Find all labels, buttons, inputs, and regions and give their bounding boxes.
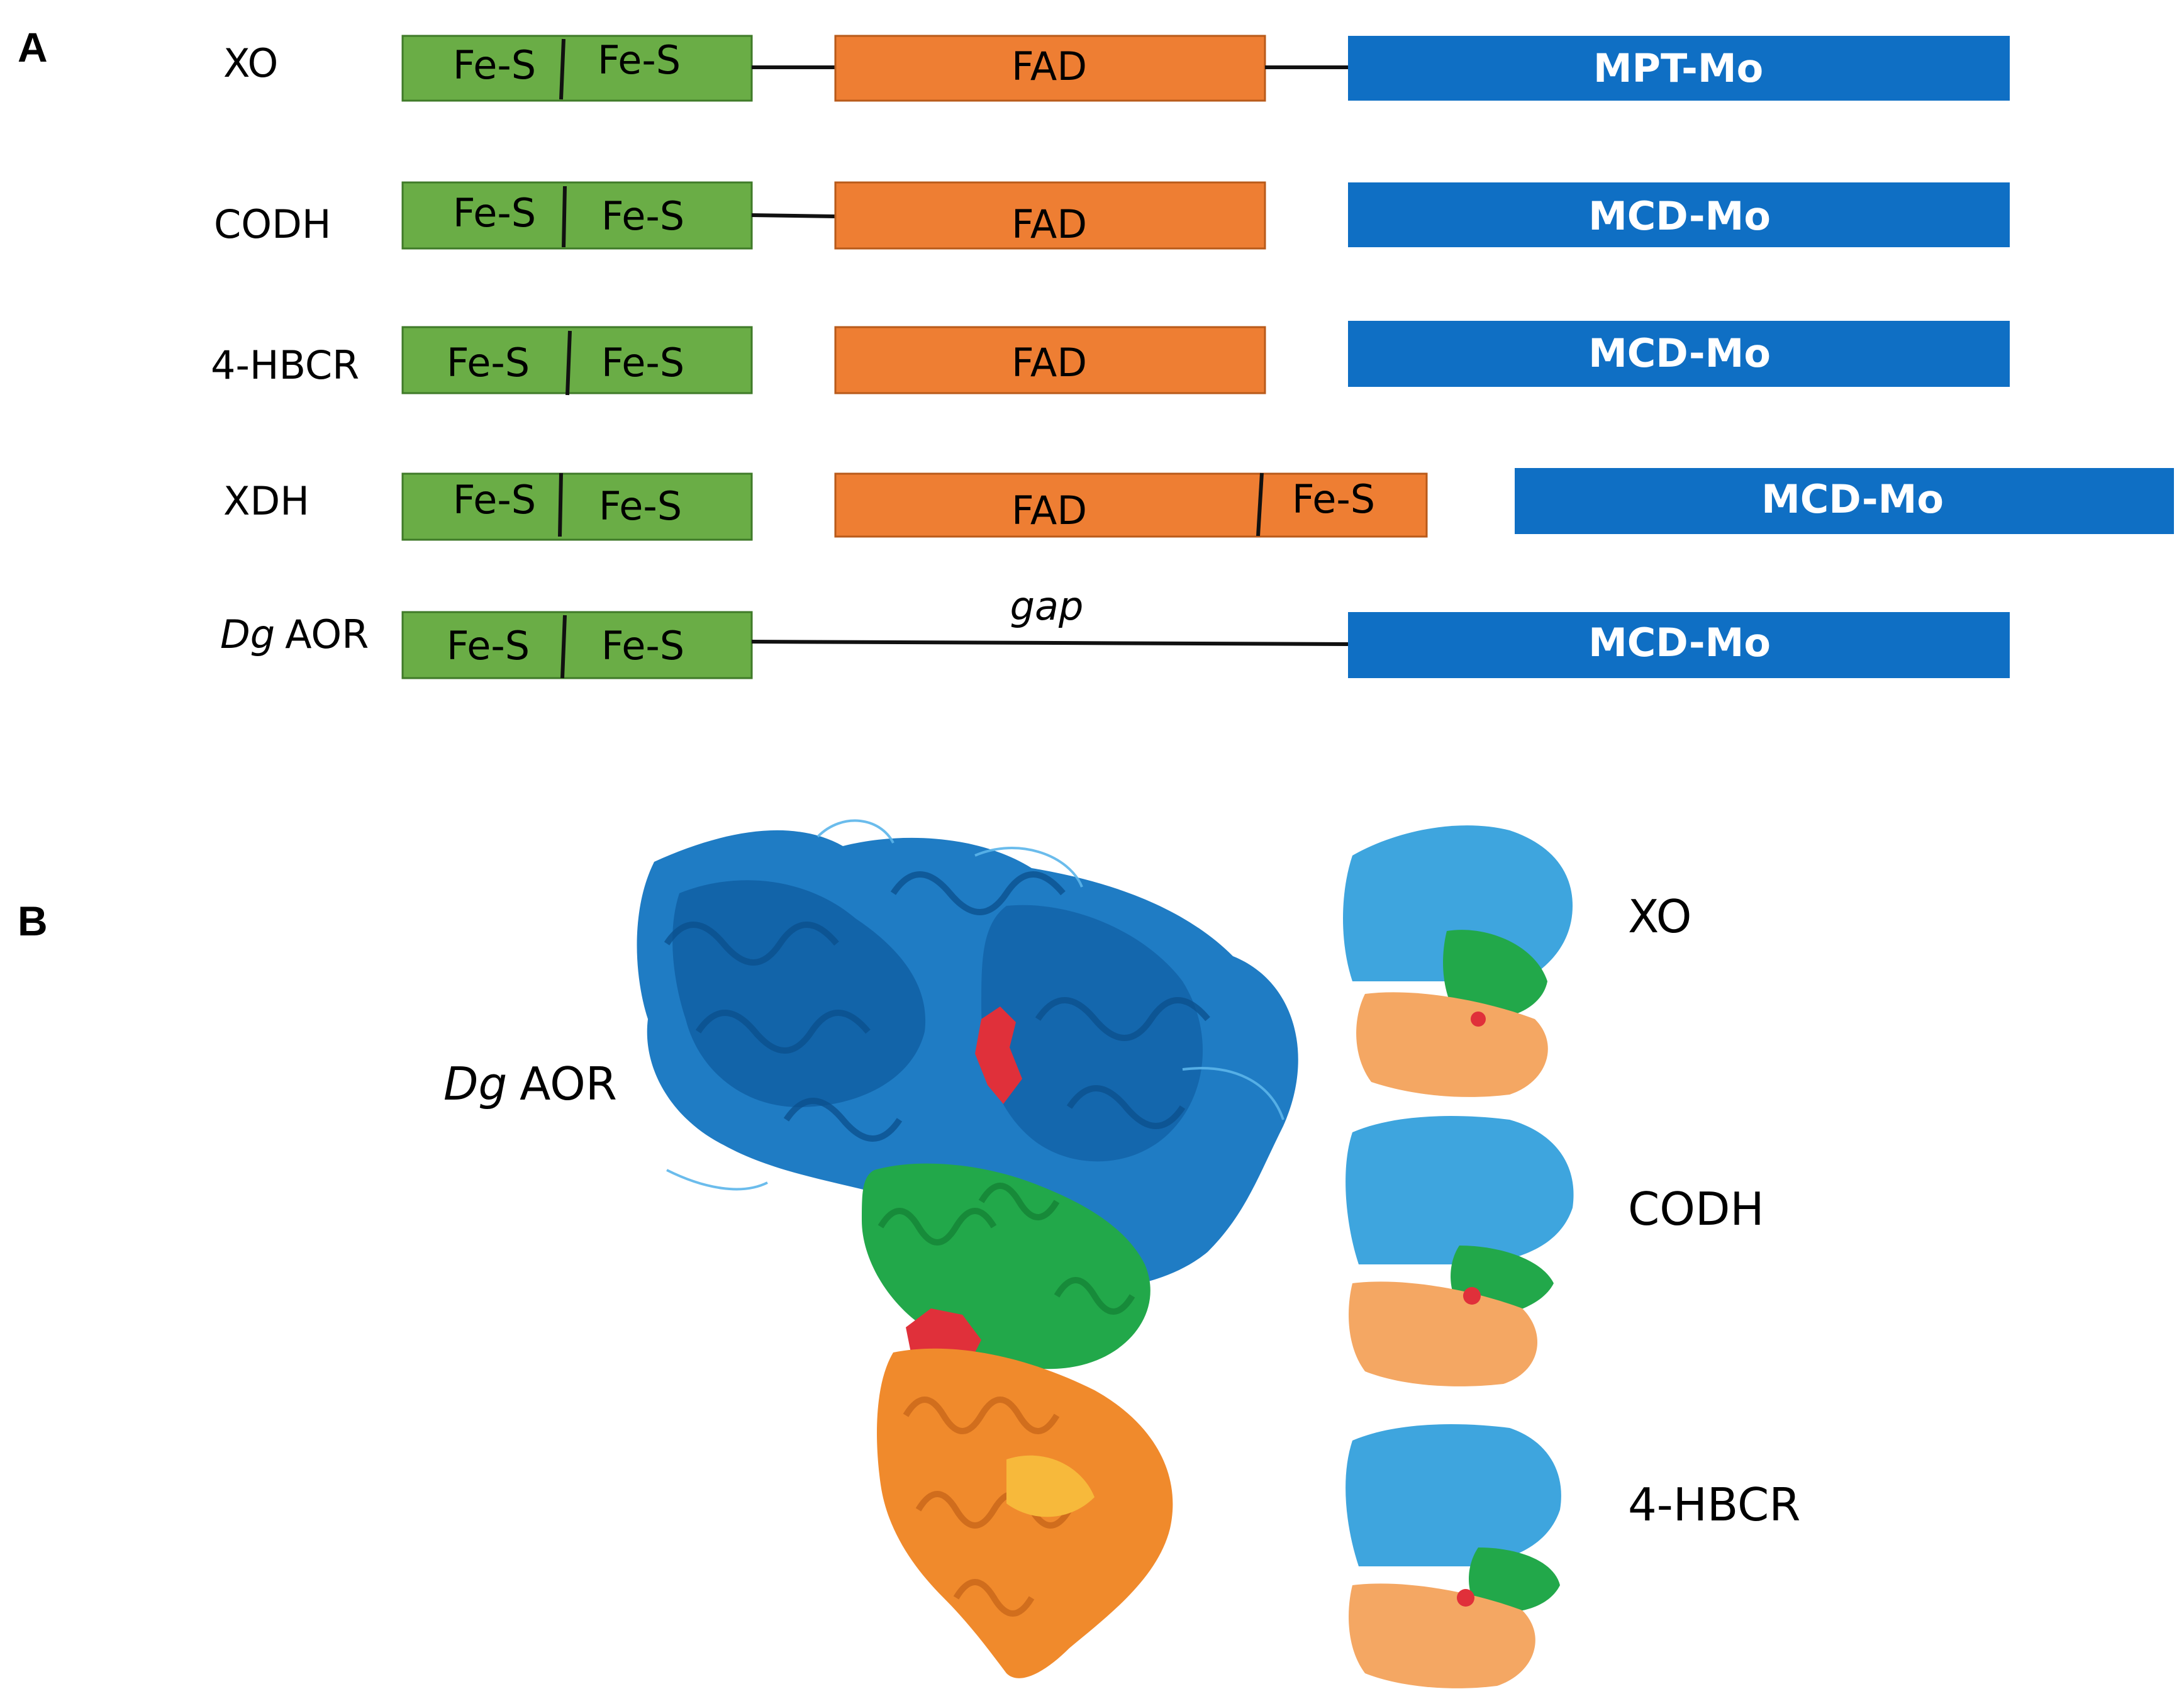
fes-divider [559, 38, 566, 100]
fes-domain-box [401, 472, 753, 541]
fad-domain-ribbons [877, 1348, 1173, 1678]
row-label-text: AOR [285, 611, 369, 657]
fes-label: Fe-S [601, 193, 684, 239]
linker-line [751, 213, 836, 218]
fes-label: Fe-S [601, 340, 684, 386]
mo-cofactor [975, 1006, 1022, 1104]
fes-label: Fe-S [447, 623, 530, 669]
fes-label: Fe-S [601, 623, 684, 669]
fad-domain-box [834, 326, 1266, 394]
row-label-xo: XO [223, 40, 278, 86]
mo-domain-box [1348, 182, 2010, 247]
mo-label: MCD-Mo [1588, 620, 1771, 666]
mo-domain-ribbons [1346, 1116, 1574, 1264]
domain-row-xo: XO Fe-S Fe-S FAD MPT-Mo [223, 35, 2010, 102]
fes-label: Fe-S [453, 42, 536, 88]
dg-aor-structure-image [637, 819, 1298, 1678]
4-hbcr-structure-image [1346, 1424, 1561, 1688]
panel-a-letter: A [18, 24, 48, 70]
fad-label: FAD [1011, 488, 1087, 533]
mo-domain-box [1348, 36, 2010, 101]
mo-domain-ribbons [1346, 1424, 1561, 1566]
gap-linker-line [751, 640, 1349, 646]
fes-label: Fe-S [453, 477, 536, 523]
mo-domain-shading [672, 880, 926, 1107]
main-structure-label-text: AOR [520, 1057, 617, 1110]
fes-divider [562, 186, 567, 248]
fes-label: Fe-S [599, 483, 682, 529]
fes-divider [560, 615, 567, 679]
panel-b-letter: B [18, 898, 48, 944]
fad-domain-ribbons [1349, 1281, 1537, 1386]
mo-label: MCD-Mo [1588, 330, 1771, 376]
mo-domain-box [1515, 468, 2174, 534]
row-label-xdh: XDH [223, 478, 309, 524]
fes-divider [558, 472, 563, 537]
fad-domain-box [834, 472, 1428, 538]
row-label-italic: Dg [220, 611, 275, 657]
fes-domain-box [401, 611, 753, 679]
mo-domain-shading [981, 905, 1203, 1162]
mo-label: MPT-Mo [1593, 45, 1763, 91]
fad-domain-box [834, 181, 1266, 250]
fes-label: Fe-S [447, 340, 530, 386]
gap-label: gap [1010, 583, 1084, 629]
fes-domain-box [401, 326, 753, 394]
mo-domain-box [1348, 321, 2010, 387]
row-label-4-hbcr: 4-HBCR [211, 342, 359, 388]
main-structure-label-italic: Dg [443, 1057, 507, 1110]
ribbon-strokes [664, 871, 1210, 1142]
domain-row-4-hbcr: 4-HBCR Fe-S Fe-S FAD MCD-Mo [211, 321, 2010, 396]
fad-highlight [1006, 1455, 1095, 1517]
mo-domain-ribbons [1343, 825, 1573, 981]
fad-label: FAD [1011, 201, 1087, 247]
fes-divider [566, 330, 572, 396]
fad-label: FAD [1011, 43, 1087, 89]
fad-domain-ribbons [1356, 992, 1548, 1097]
fes-ribbon-strokes [878, 1183, 1135, 1315]
cofactor-dot [1457, 1589, 1474, 1607]
codh-structure-label: CODH [1628, 1183, 1764, 1235]
fad-domain-ribbons [1349, 1583, 1535, 1688]
fad-fes-divider [1256, 472, 1264, 537]
cofactor-dot [1463, 1287, 1481, 1305]
4-hbcr-structure-label: 4-HBCR [1628, 1478, 1800, 1531]
row-label-codh: CODH [214, 201, 331, 247]
fes-domain-box [401, 181, 753, 250]
fes-label: Fe-S [453, 190, 536, 236]
fes-domain-ribbons [1469, 1547, 1560, 1613]
domain-row-codh: CODH Fe-S Fe-S FAD MCD-Mo [214, 181, 2010, 250]
fad-label: FAD [1011, 340, 1087, 386]
fad-domain-box [834, 35, 1266, 102]
xo-structure-label: XO [1628, 890, 1691, 943]
fad-ribbon-strokes [903, 1397, 1072, 1617]
mo-label: MCD-Mo [1588, 193, 1771, 239]
fad-extra-label: Fe-S [1292, 476, 1375, 522]
domain-row-xdh: XDH Fe-S Fe-S FAD Fe-S MCD-Mo [223, 468, 2174, 541]
cofactor-dot [1471, 1012, 1486, 1027]
fes-label: Fe-S [598, 37, 681, 83]
fes-domain-ribbons [1443, 930, 1547, 1021]
fes-domain-box [401, 35, 753, 102]
mo-label: MCD-Mo [1761, 476, 1944, 522]
panel-a: A XO Fe-S Fe-S FAD MPT-Mo CODH Fe-S Fe-S… [18, 24, 2174, 679]
codh-structure-image [1346, 1116, 1574, 1386]
xo-structure-image [1343, 825, 1573, 1097]
mo-domain-box [1348, 612, 2010, 678]
coil-strokes [666, 819, 1284, 1191]
